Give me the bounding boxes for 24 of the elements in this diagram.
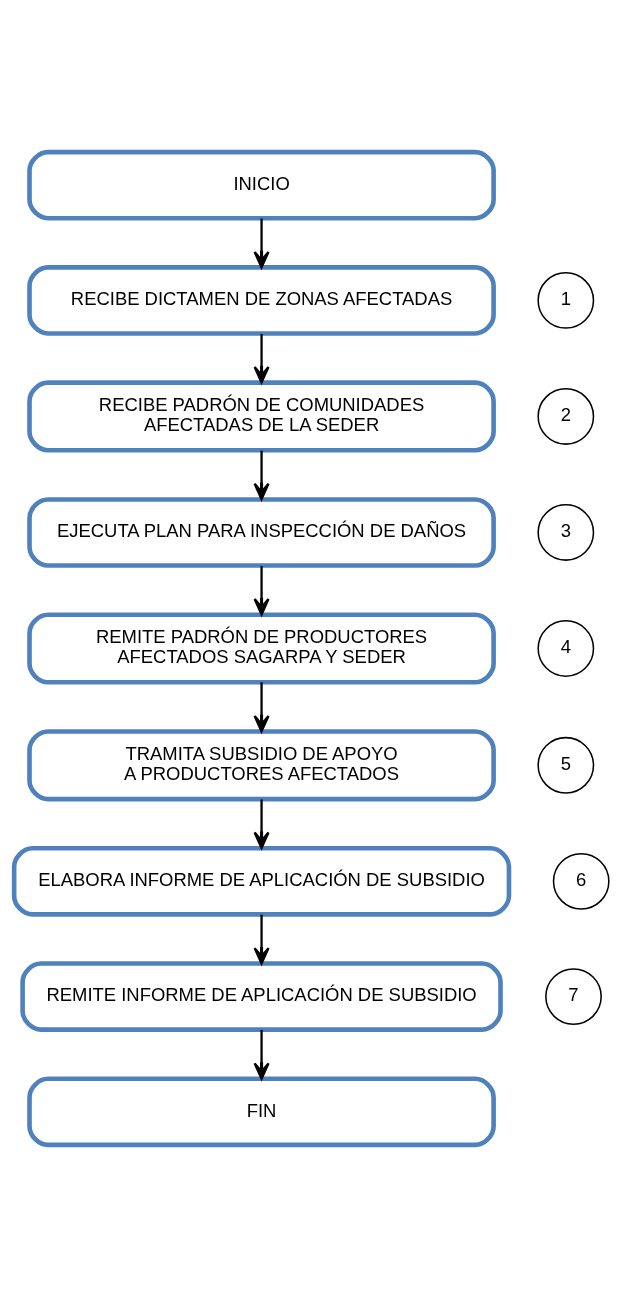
node-circle: 1: [537, 271, 595, 329]
arrow: [253, 681, 270, 733]
arrow: [253, 1029, 270, 1080]
node-box: REMITE PADRÓN DE PRODUCTORES AFECTADOS SAGARPA Y SEDER: [27, 611, 496, 685]
node-box: REMITE INFORME DE APLICACIÓN DE SUBSIDIO: [20, 960, 503, 1032]
node-box: RECIBE PADRÓN DE COMUNIDADES AFECTADAS DE LA SEDER: [27, 379, 496, 453]
node-box: INICIO: [27, 149, 496, 221]
node-circle: 5: [537, 736, 595, 794]
node-box: TRAMITA SUBSIDIO DE APOYO A PRODUCTORES AFECTADOS: [27, 728, 496, 801]
node-circle: 4: [537, 619, 595, 677]
node-circle: 3: [537, 503, 595, 561]
node-circle: 2: [537, 387, 595, 445]
arrow: [253, 333, 270, 384]
node-box: FIN: [27, 1075, 496, 1147]
node-circle: 7: [545, 967, 602, 1025]
node-box: ELABORA INFORME DE APLICACIÓN DE SUBSIDIO: [11, 845, 512, 917]
arrow: [253, 799, 270, 849]
node-circle: 6: [552, 852, 610, 910]
arrow: [253, 565, 270, 616]
arrow: [253, 218, 270, 269]
node-box: EJECUTA PLAN PARA INSPECCIÓN DE DAÑOS: [27, 496, 496, 568]
arrow: [253, 914, 270, 965]
node-box: RECIBE DICTAMEN DE ZONAS AFECTADAS: [27, 264, 496, 336]
arrow: [253, 450, 270, 500]
